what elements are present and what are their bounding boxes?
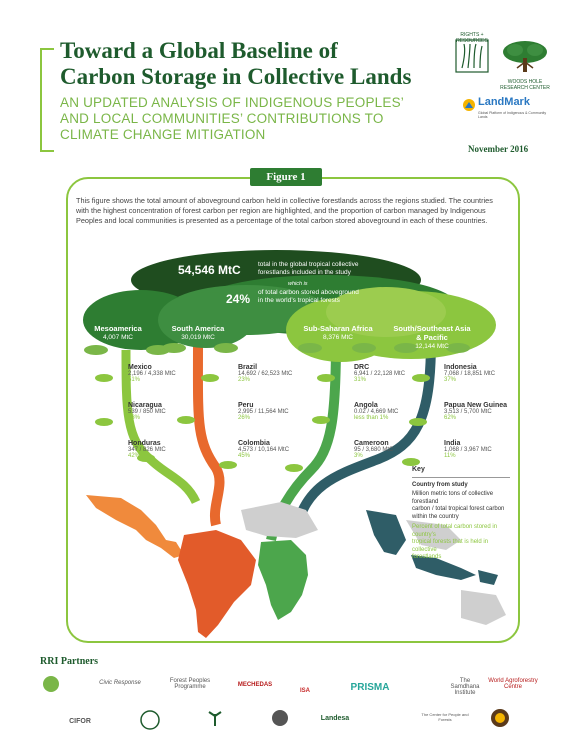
country-brazil: Brazil 14,692 / 62,523 MtC 23%: [238, 364, 293, 383]
map-indonesia: [411, 555, 476, 580]
map-south-america: [178, 530, 256, 638]
map-mesoamerica: [86, 495, 184, 558]
world-map: [86, 495, 506, 638]
figure-key: Key Country from study Million metric to…: [412, 466, 510, 562]
partner-isa: ISA: [299, 688, 310, 694]
country-mexico: Mexico 2,196 / 4,338 MtC 51%: [128, 364, 176, 383]
tree-icon: [503, 41, 547, 72]
partner-civic-response: Civic Response: [99, 680, 141, 686]
rri-logo-icon: [455, 39, 489, 73]
rri-logo: RIGHTS + RESOURCES: [452, 32, 492, 87]
map-africa: [258, 540, 308, 620]
partner-landesa: Landesa: [320, 715, 350, 722]
country-india: India 1,068 / 3,967 MtC 11%: [444, 440, 492, 459]
publication-date: November 2016: [468, 144, 529, 154]
partner-seal-icon: [140, 710, 160, 730]
map-india: [366, 510, 406, 555]
partner-badge-icon: [491, 709, 509, 727]
total-carbon-desc: total in the global tropical collective …: [258, 261, 359, 276]
region-south-southeast-asia: South/Southeast Asia & Pacific 12,144 Mt…: [393, 324, 471, 350]
country-cameroon: Cameroon 95 / 3,680 MtC 3%: [354, 440, 394, 459]
partner-fpp: Forest Peoples Programme: [169, 678, 211, 690]
partners-logos: Civic Response Forest Peoples Programme …: [40, 670, 540, 750]
branch-leaves: [95, 374, 430, 472]
partner-globe-icon: [272, 710, 288, 726]
partner-mechedas: MECHEDAS: [237, 682, 273, 688]
region-mesoamerica: Mesoamerica 4,007 MtC: [94, 324, 142, 341]
which-is-label: which is: [288, 281, 308, 287]
country-indonesia: Indonesia 7,068 / 18,851 MtC 37%: [444, 364, 496, 383]
total-carbon-value: 54,546 MtC: [178, 263, 241, 277]
page-title: Toward a Global Baseline of Carbon Stora…: [60, 38, 412, 89]
map-europe: [241, 502, 318, 538]
landmark-logo: LandMark Global Platform of Indigenous &…: [462, 96, 552, 126]
partner-samdhana: The Samdhana Institute: [450, 678, 480, 696]
trunk-asia: [291, 339, 436, 532]
figure-intro: This figure shows the total amount of ab…: [76, 196, 493, 225]
partner-plant-icon: [208, 711, 222, 726]
country-colombia: Colombia 4,573 / 10,164 MtC 45%: [238, 440, 290, 459]
title-bracket: [40, 48, 54, 152]
partners-title: RRI Partners: [40, 656, 99, 667]
region-sub-saharan-africa: Sub-Saharan Africa 8,376 MtC: [303, 324, 373, 341]
whrc-logo: WOODS HOLE RESEARCH CENTER: [497, 38, 553, 91]
pct-tropical-desc: of total carbon stored aboveground in th…: [258, 289, 359, 304]
country-honduras: Honduras 347 / 826 MtC 42%: [128, 440, 166, 459]
figure-label: Figure 1: [250, 168, 322, 186]
region-south-america: South America 30,019 MtC: [171, 324, 225, 341]
country-drc: DRC 6,941 / 22,128 MtC 31%: [354, 364, 406, 383]
map-australia: [461, 590, 506, 625]
map-png: [478, 570, 498, 585]
landmark-icon: [463, 99, 475, 111]
country-nicaragua: Nicaragua 539 / 850 MtC 63%: [128, 402, 166, 421]
canopy: [83, 250, 496, 362]
partner-icraf: World Agroforestry Centre: [488, 678, 538, 690]
country-papua-new-guinea: Papua New Guinea 3,513 / 5,700 MtC 62%: [444, 402, 508, 421]
partner-cifor: CIFOR: [69, 718, 91, 725]
partner-logo-icon: [43, 676, 59, 692]
country-angola: Angola 0.02 / 4,669 MtC less than 1%: [354, 402, 399, 421]
carbon-tree-illustration: [83, 250, 506, 638]
page-subtitle: AN UPDATED ANALYSIS OF INDIGENOUS PEOPLE…: [60, 95, 404, 142]
partner-prisma: PRISMA: [350, 682, 390, 693]
pct-tropical-value: 24%: [226, 292, 251, 306]
country-peru: Peru 2,995 / 11,564 MtC 26%: [238, 402, 289, 421]
map-se-asia: [406, 520, 461, 550]
leaf-cluster: [84, 343, 470, 355]
partner-recoftc: The Center for People and Forests: [421, 712, 469, 722]
trunk-south-america: [192, 344, 225, 527]
